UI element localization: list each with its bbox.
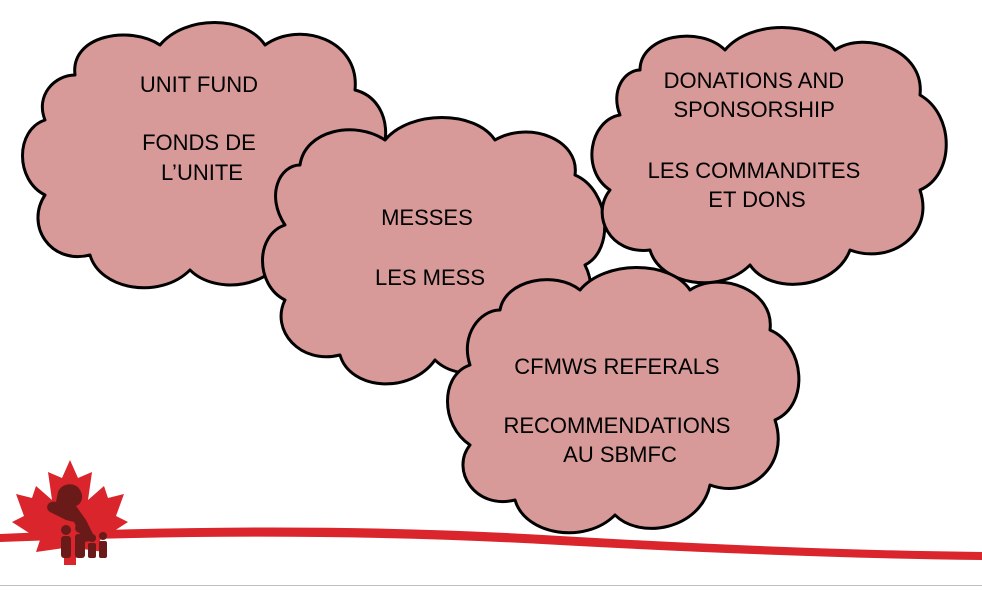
cloud-donations-line: SPONSORSHIP: [673, 97, 834, 122]
canadian-maple-leaf-salute-logo: [12, 460, 128, 565]
cloud-unit-fund-line: UNIT FUND: [140, 72, 258, 97]
cloud-messes-line: MESSES: [381, 205, 473, 230]
family-silhouette-icon: [61, 523, 107, 558]
cloud-donations-line: ET DONS: [708, 187, 805, 212]
cloud-messes-text: MESSES LES MESS: [375, 205, 485, 290]
cloud-cfmws-text: CFMWS REFERALS RECOMMENDATIONS AU SBMFC: [503, 354, 736, 467]
cloud-messes-line: LES MESS: [375, 265, 485, 290]
cloud-donations-line: LES COMMANDITES: [648, 158, 861, 183]
cloud-unit-fund-line: L’UNITE: [161, 160, 243, 185]
cloud-donations: DONATIONS AND SPONSORSHIP LES COMMANDITE…: [590, 26, 948, 286]
cloud-cfmws-line: CFMWS REFERALS: [514, 354, 719, 379]
cloud-donations-text: DONATIONS AND SPONSORSHIP LES COMMANDITE…: [648, 68, 867, 212]
cloud-unit-fund-line: FONDS DE: [142, 130, 256, 155]
cloud-cfmws-line: AU SBMFC: [563, 442, 677, 467]
cloud-donations-line: DONATIONS AND: [664, 68, 845, 93]
red-swoosh-line: [0, 527, 982, 560]
cloud-cfmws: CFMWS REFERALS RECOMMENDATIONS AU SBMFC: [446, 266, 801, 535]
cloud-unit-fund-text: UNIT FUND FONDS DE L’UNITE: [140, 72, 264, 185]
bottom-divider: [0, 585, 982, 586]
cloud-cfmws-line: RECOMMENDATIONS: [503, 413, 730, 438]
